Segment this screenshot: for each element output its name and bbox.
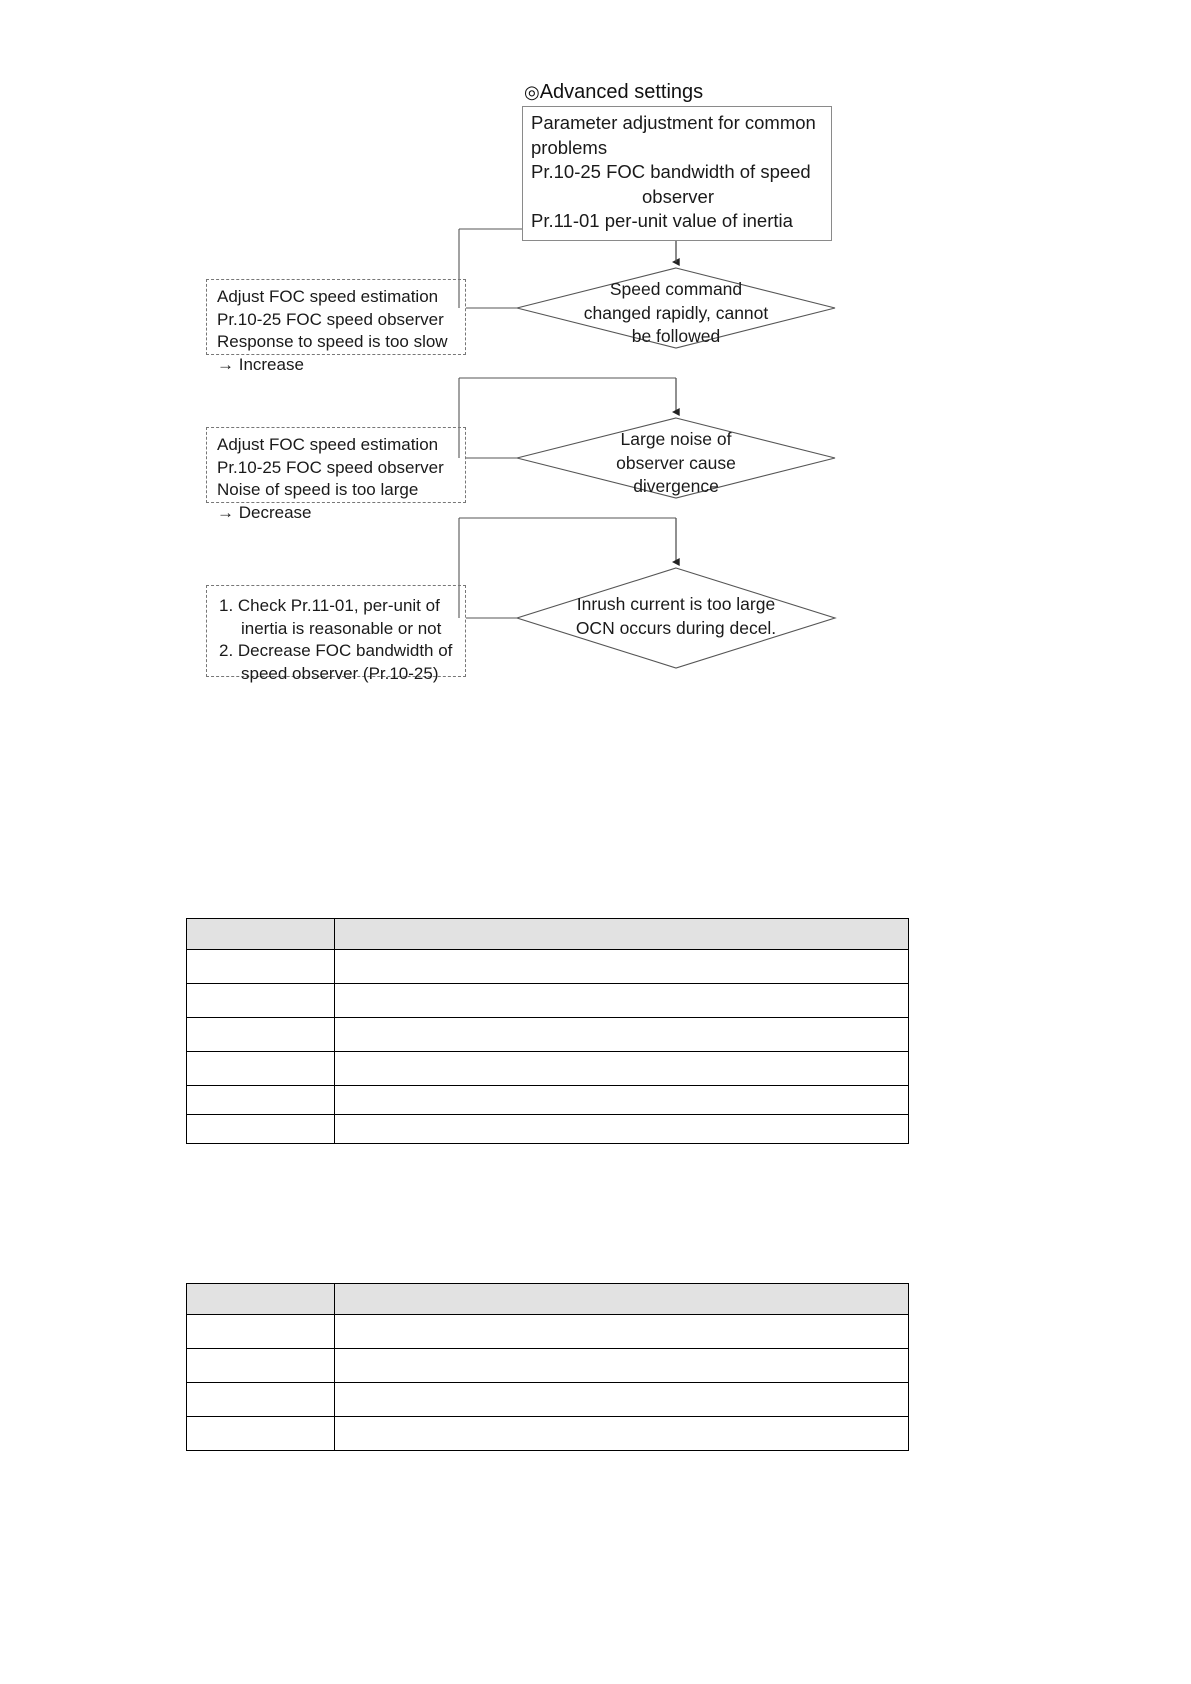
action-3-line-4: speed observer (Pr.10-25) (241, 663, 439, 683)
decision-large-noise-label: Large noise of observer cause divergence (536, 428, 816, 499)
table-cell-a (186, 949, 335, 984)
action-box-increase: Adjust FOC speed estimation Pr.10-25 FOC… (206, 279, 466, 374)
table-cell-a (186, 1416, 335, 1451)
double-circle-icon: ◎ (524, 82, 540, 102)
action-2-line-4: → Decrease (217, 502, 312, 522)
action-box-decrease: Adjust FOC speed estimation Pr.10-25 FOC… (206, 427, 466, 522)
table-row (186, 1283, 909, 1315)
table-cell-a (186, 983, 335, 1018)
table-cell-b (334, 983, 909, 1018)
table-cell-a (186, 1085, 335, 1115)
table-header-cell-a (186, 918, 335, 950)
table-upper (186, 918, 909, 1144)
table-cell-a (186, 1348, 335, 1383)
action-1-line-4: → Increase (217, 354, 304, 374)
table-cell-a (186, 1382, 335, 1417)
table-cell-a (186, 1051, 335, 1086)
table-header-cell-b (334, 1283, 909, 1315)
decision-2-line-2: observer cause (616, 452, 736, 473)
table-cell-a (186, 1017, 335, 1052)
table-cell-a (186, 1314, 335, 1349)
table-row (186, 1017, 909, 1052)
table-row (186, 983, 909, 1018)
table-row (186, 949, 909, 984)
decision-speed-command-label: Speed command changed rapidly, cannot be… (536, 278, 816, 349)
top-box-line-5: Pr.11-01 per-unit value of inertia (531, 210, 793, 231)
decision-3-line-1: Inrush current is too large (576, 594, 776, 614)
action-1-line-1: Adjust FOC speed estimation (217, 287, 439, 306)
decision-1-line-1: Speed command (609, 279, 743, 299)
table-row (186, 918, 909, 950)
flowchart-title-text: Advanced settings (539, 81, 704, 103)
table-header-cell-a (186, 1283, 335, 1315)
parameter-adjustment-box: Parameter adjustment for common problems… (522, 106, 832, 241)
table-header-cell-b (334, 918, 909, 950)
table-row (186, 1085, 909, 1115)
decision-2-line-3: divergence (633, 476, 719, 496)
action-1-line-2: Pr.10-25 FOC speed observer (217, 309, 444, 329)
advanced-settings-flowchart: ◎Advanced settings Parameter adjustment … (0, 0, 1191, 760)
action-1-line-3: Response to speed is too slow (217, 332, 448, 351)
decision-3-line-2: OCN occurs during decel. (575, 617, 777, 638)
flowchart-connectors (458, 214, 837, 669)
top-box-line-4: observer (642, 185, 714, 207)
table-row (186, 1348, 909, 1383)
action-2-line-1: Adjust FOC speed estimation (217, 435, 439, 454)
table-lower (186, 1283, 909, 1451)
action-3-line-2: inertia is reasonable or not (241, 618, 442, 638)
decision-2-line-1: Large noise of (620, 429, 732, 449)
top-box-line-1: Parameter adjustment for common (531, 112, 816, 133)
decision-1-line-2: changed rapidly, cannot (583, 302, 769, 323)
table-cell-b (334, 1085, 909, 1115)
table-cell-b (334, 1017, 909, 1052)
action-2-line-2: Pr.10-25 FOC speed observer (217, 457, 444, 477)
flowchart-title: ◎Advanced settings (524, 80, 703, 104)
action-3-line-1: 1. Check Pr.11-01, per-unit of (219, 596, 440, 615)
table-cell-b (334, 1114, 909, 1144)
table-cell-b (334, 1416, 909, 1451)
table-cell-b (334, 1314, 909, 1349)
table-cell-b (334, 1382, 909, 1417)
action-box-check-inertia: 1. Check Pr.11-01, per-unit of inertia i… (206, 585, 466, 683)
top-box-line-3: Pr.10-25 FOC bandwidth of speed (531, 161, 811, 182)
table-row (186, 1382, 909, 1417)
table-row (186, 1114, 909, 1144)
table-row (186, 1314, 909, 1349)
table-cell-b (334, 1348, 909, 1383)
table-cell-a (186, 1114, 335, 1144)
table-cell-b (334, 1051, 909, 1086)
table-row (186, 1416, 909, 1451)
table-cell-b (334, 949, 909, 984)
decision-1-line-3: be followed (631, 326, 721, 346)
action-3-line-3: 2. Decrease FOC bandwidth of (219, 641, 453, 660)
table-row (186, 1051, 909, 1086)
top-box-line-2: problems (531, 136, 608, 158)
decision-inrush-current-label: Inrush current is too large OCN occurs d… (526, 593, 826, 640)
action-2-line-3: Noise of speed is too large (217, 480, 419, 499)
